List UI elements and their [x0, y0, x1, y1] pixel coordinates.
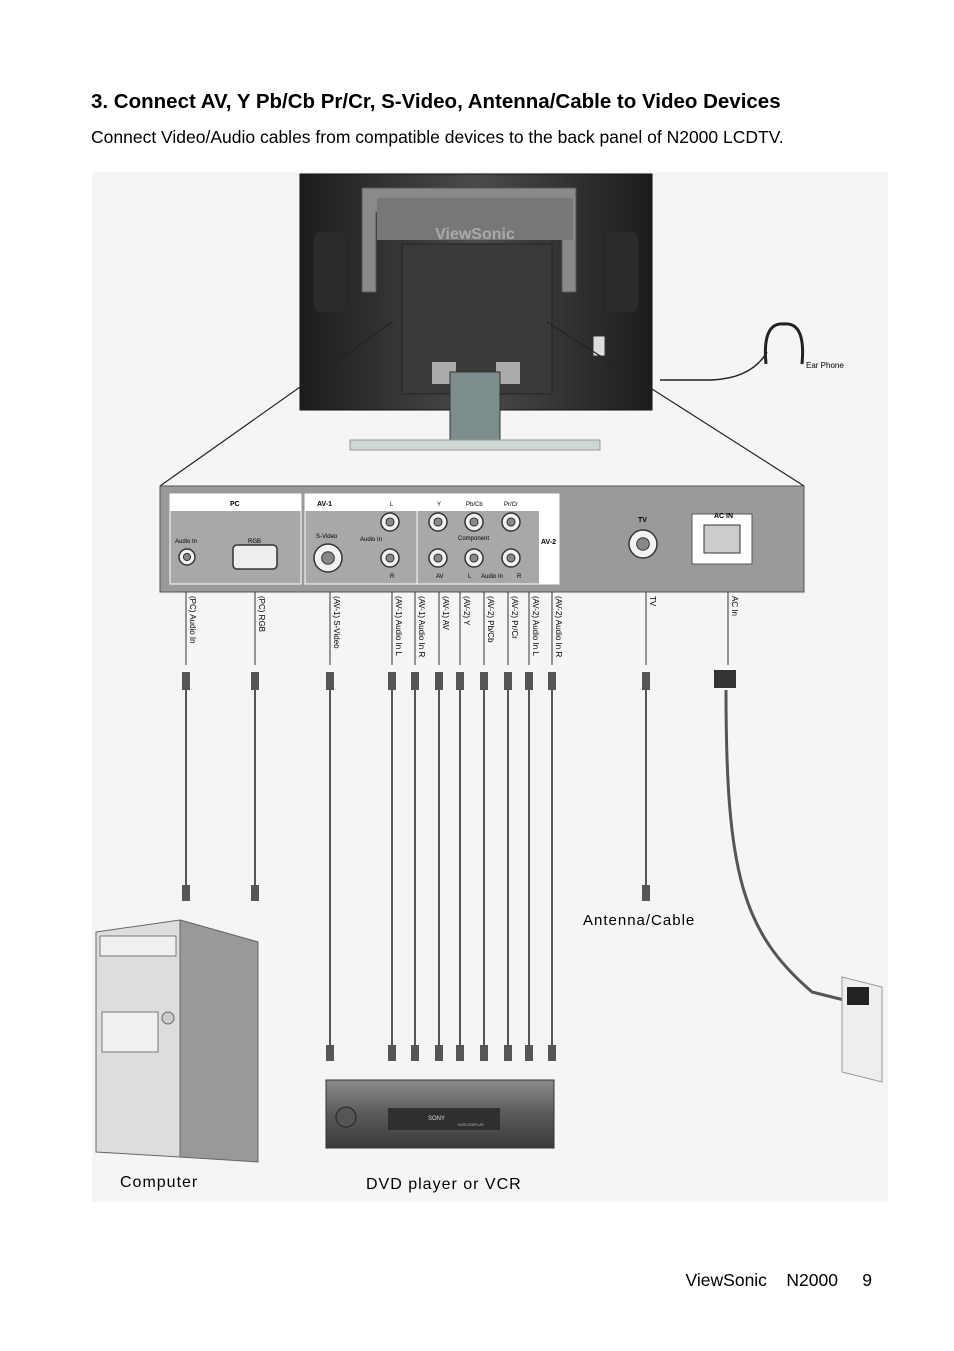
- cable-plug: [435, 1045, 443, 1061]
- cable-plug: [525, 672, 533, 690]
- av2-pbcb-label: Pb/Cb: [466, 502, 483, 508]
- jack-center: [433, 553, 443, 563]
- jack-center: [506, 553, 516, 563]
- av1-l-label: L: [390, 502, 394, 508]
- pc-audio-in-label: Audio In: [175, 539, 197, 545]
- panel-jacks: [178, 512, 658, 573]
- jack-center: [321, 551, 335, 565]
- av2-y-label: Y: [437, 502, 441, 508]
- dvd-display-label: DVD DISPLAY: [458, 1122, 484, 1127]
- cable-plug: [456, 1045, 464, 1061]
- cable-label: (AV-2) Pb/Cb: [486, 596, 495, 643]
- av2-prcr-label: Pr/Cr: [504, 502, 518, 508]
- cable-label: (AV-1) Audio In R: [417, 596, 426, 657]
- cable-plug: [504, 672, 512, 690]
- antenna-label: Antenna/Cable: [583, 912, 695, 929]
- av2-label: AV-2: [541, 539, 556, 546]
- cable-label: (AV-2) Audio In L: [531, 596, 540, 656]
- cable-label: (AV-2) Pr/Cr: [510, 596, 519, 639]
- dvd-label: DVD player or VCR: [366, 1176, 522, 1193]
- wall-outlet-icon: [841, 976, 883, 1083]
- cable-plug: [326, 1045, 334, 1061]
- power-plug: [714, 670, 736, 688]
- jack-center: [469, 553, 479, 563]
- cable-plug: [435, 672, 443, 690]
- tv-jack-label: TV: [638, 517, 647, 524]
- tv-back-illustration: ViewSonic: [299, 173, 653, 451]
- av2-audio-in-label: Audio In: [481, 574, 503, 580]
- cable-label: (PC) Audio In: [188, 596, 197, 644]
- dvd-brand: SONY: [428, 1116, 445, 1122]
- pc-rgb-label: RGB: [248, 539, 261, 545]
- cable-plug: [525, 1045, 533, 1061]
- cable-label: (PC) RGB: [257, 596, 266, 632]
- connector-panel: [159, 485, 805, 593]
- av2-l-label: L: [468, 574, 472, 580]
- av1-svideo-label: S-Video: [316, 534, 338, 540]
- earphone-label: Ear Phone: [806, 361, 844, 370]
- jack-center: [385, 553, 395, 563]
- jack-center: [636, 537, 650, 551]
- cable-label: (AV-1) Audio In L: [394, 596, 403, 656]
- cable-plug: [642, 672, 650, 690]
- cable-labels: (PC) Audio In (PC) RGB (AV-1) S-Video (AV-1…: [185, 592, 739, 665]
- cable-plug: [388, 672, 396, 690]
- cable-plug: [504, 1045, 512, 1061]
- cable-plug: [388, 1045, 396, 1061]
- av2-component-label: Component: [458, 536, 489, 542]
- cable-plug: [411, 1045, 419, 1061]
- cable-label: (AV-1) AV: [441, 596, 450, 631]
- cable-plug: [456, 672, 464, 690]
- cable-plug: [480, 672, 488, 690]
- cable-label: TV: [648, 596, 657, 607]
- cable-plug: [182, 885, 190, 901]
- dvd-player-icon: SONY DVD DISPLAY: [325, 1079, 555, 1149]
- jack-center: [506, 517, 516, 527]
- jack-center: [433, 517, 443, 527]
- cable-plug: [251, 885, 259, 901]
- vga-port-icon: [232, 544, 278, 570]
- cable-label: (AV-2) Y: [462, 596, 471, 626]
- cable-label: AC In: [730, 596, 739, 616]
- jack-center: [182, 552, 192, 562]
- av1-audio-in-label: Audio In: [360, 537, 382, 543]
- cable-plug: [326, 672, 334, 690]
- earphone-icon: [660, 322, 805, 381]
- cables: [182, 672, 650, 1061]
- jack-center: [385, 517, 395, 527]
- section-heading: 3. Connect AV, Y Pb/Cb Pr/Cr, S-Video, A…: [91, 90, 781, 113]
- power-cord: [724, 689, 853, 1004]
- jack-center: [469, 517, 479, 527]
- tv-logo: ViewSonic: [435, 226, 515, 243]
- cable-label: (AV-2) Audio In R: [554, 596, 563, 657]
- av2-r-label: R: [517, 574, 522, 580]
- cable-plug: [548, 672, 556, 690]
- pc-label: PC: [230, 501, 240, 508]
- ac-in-label: AC IN: [714, 513, 733, 520]
- cable-plug: [411, 672, 419, 690]
- computer-icon: [95, 919, 259, 1163]
- cable-label: (AV-1) S-Video: [332, 596, 341, 649]
- intro-text: Connect Video/Audio cables from compatib…: [91, 127, 784, 147]
- av1-label: AV-1: [317, 501, 332, 508]
- cable-plug: [480, 1045, 488, 1061]
- connection-diagram: ViewSonic Ear Phone PC AV-1 AV-2 TV AC I…: [92, 172, 888, 1202]
- cable-plug: [251, 672, 259, 690]
- computer-label: Computer: [120, 1174, 198, 1191]
- cable-plug: [182, 672, 190, 690]
- av1-av-label: AV: [436, 574, 444, 580]
- cable-plug: [548, 1045, 556, 1061]
- page-footer: ViewSonic N2000 9: [685, 1270, 872, 1290]
- av1-r-label: R: [390, 574, 395, 580]
- cable-plug: [642, 885, 650, 901]
